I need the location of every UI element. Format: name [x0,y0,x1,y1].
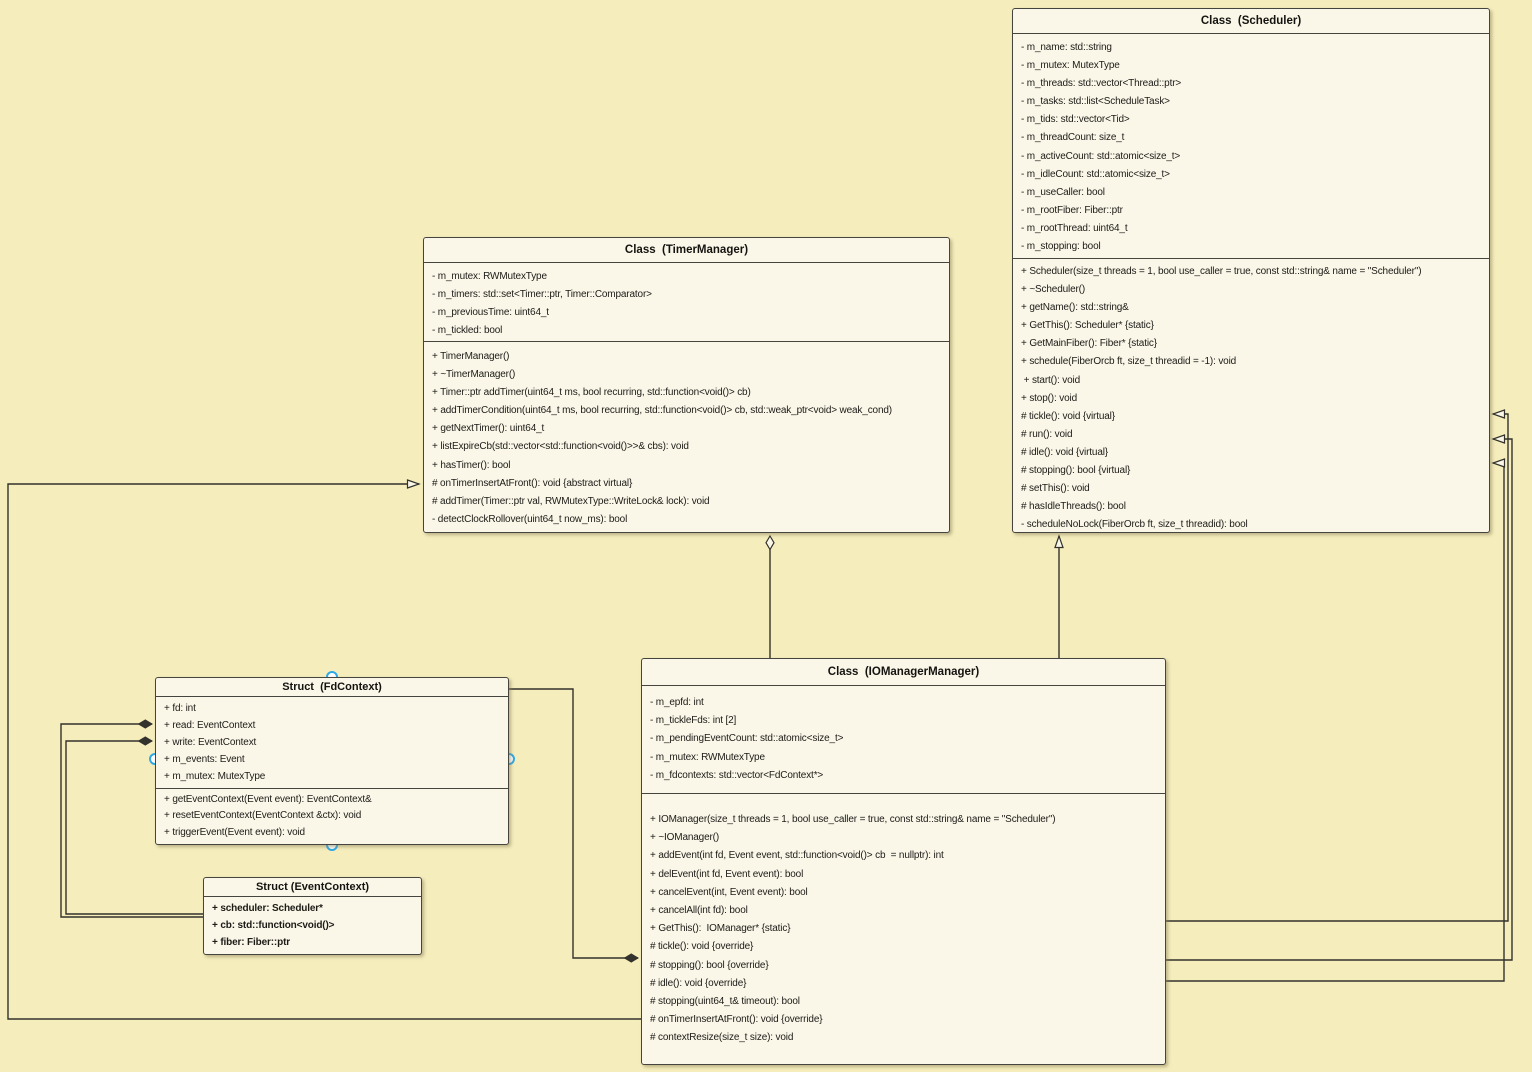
class-title: Class (Scheduler) [1013,9,1489,34]
attribute-row: - m_tickled: bool [432,325,503,337]
attribute-row: - m_idleCount: std::atomic<size_t> [1021,168,1170,180]
method-row: + ~Scheduler() [1021,284,1086,296]
attribute-row: + cb: std::function<void()> [212,919,335,931]
method-row: + getNextTimer(): uint64_t [432,423,545,435]
method-row: + stop(): void [1021,392,1077,404]
attributes-section: + fd: int + read: EventContext + write: … [156,697,508,789]
attribute-row: - m_epfd: int [650,697,704,708]
method-row: # setThis(): void [1021,483,1090,495]
attribute-row: - m_timers: std::set<Timer::ptr, Timer::… [432,289,652,301]
attributes-section: - m_name: std::string - m_mutex: MutexTy… [1013,34,1489,259]
attribute-row: - m_tasks: std::list<ScheduleTask> [1021,96,1170,108]
method-row: + cancelAll(int fd): bool [650,905,748,917]
methods-section: + TimerManager() + ~TimerManager() + Tim… [424,342,949,532]
attribute-row: - m_name: std::string [1021,42,1112,53]
method-row: # onTimerInsertAtFront(): void {abstract… [432,477,633,489]
attribute-row: + m_mutex: MutexType [164,771,266,782]
method-row: - detectClockRollover(uint64_t now_ms): … [432,513,628,525]
edge-iomanager-overrides-ontimerinsertatfront[interactable] [7,479,641,1020]
method-row: + listExpireCb(std::vector<std::function… [432,441,689,453]
method-row: # idle(): void {override} [650,977,747,989]
struct-box-eventcontext[interactable]: Struct (EventContext) + scheduler: Sched… [203,877,422,955]
method-row: # idle(): void {virtual} [1021,446,1109,458]
attributes-section: - m_mutex: RWMutexType - m_timers: std::… [424,263,949,342]
method-row: # stopping(): bool {virtual} [1021,465,1131,477]
attribute-row: - m_previousTime: uint64_t [432,307,549,319]
attribute-row: + m_events: Event [164,754,245,765]
struct-box-fdcontext[interactable]: Struct (FdContext) + fd: int + read: Eve… [155,677,509,845]
attribute-row: - m_fdcontexts: std::vector<FdContext*> [650,769,824,781]
method-row: + TimerManager() [432,351,510,362]
attribute-row: + fiber: Fiber::ptr [212,936,290,948]
attribute-row: + read: EventContext [164,720,256,731]
struct-title: Struct (FdContext) [156,678,508,697]
attribute-row: - m_mutex: RWMutexType [432,271,547,282]
method-row: + getEventContext(Event event): EventCon… [164,794,372,805]
method-row: + delEvent(int fd, Event event): bool [650,868,804,880]
attributes-section: + scheduler: Scheduler* + cb: std::funct… [204,897,421,954]
attribute-row: - m_tickleFds: int [2] [650,715,737,727]
method-row: + ~IOManager() [650,832,720,844]
attribute-row: - m_activeCount: std::atomic<size_t> [1021,150,1181,162]
method-row: + hasTimer(): bool [432,459,511,471]
method-row: + addTimerCondition(uint64_t ms, bool re… [432,405,892,417]
method-row: # hasIdleThreads(): bool [1021,501,1126,513]
methods-section: + Scheduler(size_t threads = 1, bool use… [1013,259,1489,532]
method-row: + GetMainFiber(): Fiber* {static} [1021,338,1157,350]
method-row: + resetEventContext(EventContext &ctx): … [164,810,362,822]
method-row: - scheduleNoLock(FiberOrcb ft, size_t th… [1021,519,1248,531]
method-row: # stopping(): bool {override} [650,959,769,971]
class-box-timermanager[interactable]: Class (TimerManager) - m_mutex: RWMutexT… [423,237,950,533]
method-row: + start(): void [1021,374,1081,386]
edge-fdcontext-read-composes-eventcontext[interactable] [60,719,203,918]
attribute-row: - m_tids: std::vector<Tid> [1021,114,1130,126]
class-box-scheduler[interactable]: Class (Scheduler) - m_name: std::string … [1012,8,1490,533]
attribute-row: - m_useCaller: bool [1021,186,1105,198]
method-row: + GetThis(): Scheduler* {static} [1021,320,1154,332]
methods-section: + getEventContext(Event event): EventCon… [156,789,508,844]
attribute-row: - m_threadCount: size_t [1021,132,1125,144]
attribute-row: - m_rootThread: uint64_t [1021,222,1128,234]
struct-title: Struct (EventContext) [204,878,421,897]
class-title: Class (IOManagerManager) [642,659,1165,686]
method-row: # contextResize(size_t size): void [650,1032,794,1044]
edge-iomanager-override-stopping[interactable] [1166,458,1506,982]
class-title: Class (TimerManager) [424,238,949,263]
attribute-row: - m_stopping: bool [1021,241,1101,253]
method-row: + addEvent(int fd, Event event, std::fun… [650,850,944,862]
method-row: # stopping(uint64_t& timeout): bool [650,996,800,1008]
method-row: # run(): void [1021,428,1073,440]
method-row: + ~TimerManager() [432,369,516,381]
edge-iomanager-composes-fdcontext[interactable] [509,688,639,963]
attribute-row: + scheduler: Scheduler* [212,903,323,914]
method-row: + GetThis(): IOManager* {static} [650,923,791,935]
attribute-row: - m_pendingEventCount: std::atomic<size_… [650,733,844,745]
attribute-row: + write: EventContext [164,737,257,748]
method-row: + Scheduler(size_t threads = 1, bool use… [1021,266,1422,277]
methods-section: + IOManager(size_t threads = 1, bool use… [642,794,1165,1064]
method-row: # tickle(): void {override} [650,941,754,953]
class-box-iomanagermanager[interactable]: Class (IOManagerManager) - m_epfd: int -… [641,658,1166,1065]
method-row: # addTimer(Timer::ptr val, RWMutexType::… [432,495,710,507]
edge-iomanager-override-tickle[interactable] [1166,409,1509,922]
edge-fdcontext-write-composes-eventcontext[interactable] [65,736,203,915]
method-row: # onTimerInsertAtFront(): void {override… [650,1014,823,1026]
edge-iomanager-override-idle[interactable] [1166,434,1513,961]
method-row: + getName(): std::string& [1021,302,1129,314]
method-row: + schedule(FiberOrcb ft, size_t threadid… [1021,356,1237,368]
attribute-row: + fd: int [164,703,196,714]
attributes-section: - m_epfd: int - m_tickleFds: int [2] - m… [642,686,1165,794]
method-row: + cancelEvent(int, Event event): bool [650,886,808,898]
method-row: # tickle(): void {virtual} [1021,410,1115,422]
attribute-row: - m_rootFiber: Fiber::ptr [1021,204,1123,216]
method-row: + triggerEvent(Event event): void [164,826,305,838]
attribute-row: - m_mutex: MutexType [1021,60,1120,72]
method-row: + Timer::ptr addTimer(uint64_t ms, bool … [432,387,751,399]
method-row: + IOManager(size_t threads = 1, bool use… [650,814,1056,825]
attribute-row: - m_threads: std::vector<Thread::ptr> [1021,78,1182,90]
attribute-row: - m_mutex: RWMutexType [650,751,765,763]
